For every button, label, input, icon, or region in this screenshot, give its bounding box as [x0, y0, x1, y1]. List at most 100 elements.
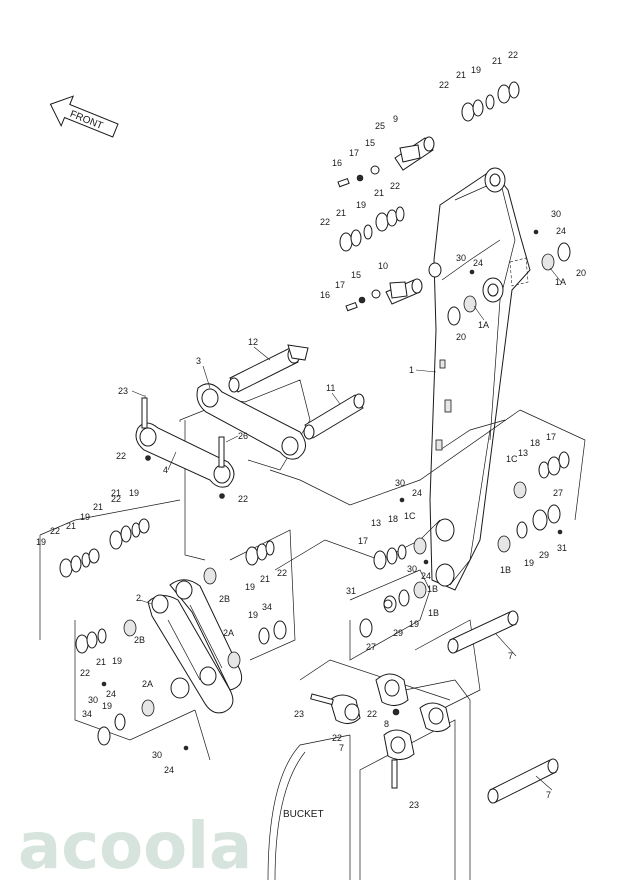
rings-1A [447, 242, 571, 326]
callout-13: 19 [471, 65, 481, 75]
callout-25: 24 [421, 571, 431, 581]
callout-1A: 1A [555, 277, 566, 287]
callout-15: 21 [66, 521, 76, 531]
callout-1B: 1B [428, 608, 439, 618]
rings-left-cluster [59, 518, 150, 578]
callout-20: 16 [332, 158, 342, 168]
callout-23: 23 [294, 709, 304, 719]
callout-15: 21 [336, 208, 346, 218]
callout-34: 34 [82, 709, 92, 719]
pin-9 [303, 393, 365, 440]
callout-15: 21 [492, 56, 502, 66]
callout-29: 30 [88, 695, 98, 705]
ring-clusters [59, 81, 571, 746]
callout-25: 24 [412, 488, 422, 498]
callout-18: 18 [388, 514, 398, 524]
callout-13: 19 [129, 488, 139, 498]
callout-16: 22 [320, 217, 330, 227]
callout-2B: 2B [219, 594, 230, 604]
callout-30: 25 [375, 121, 385, 131]
callout-1C: 1C [506, 454, 518, 464]
callout-19: 15 [351, 270, 361, 280]
callout-13: 19 [80, 512, 90, 522]
callout-26: 27 [553, 488, 563, 498]
callout-1: 1 [409, 365, 414, 375]
callout-20: 16 [320, 290, 330, 300]
callout-16: 22 [390, 181, 400, 191]
callout-25: 24 [473, 258, 483, 268]
pin-10-lower [487, 758, 559, 804]
callout-12: 13 [371, 518, 381, 528]
callout-1B: 1B [500, 565, 511, 575]
callout-23: 23 [118, 386, 128, 396]
bucket [267, 673, 471, 881]
link-2 [147, 579, 243, 714]
callout-29: 30 [551, 209, 561, 219]
pin-7 [394, 136, 435, 171]
callout-27: 29 [539, 550, 549, 560]
pin-8 [385, 278, 423, 305]
callout-13: 19 [248, 610, 258, 620]
callout-3: 3 [196, 356, 201, 366]
callout-9: 11 [326, 383, 335, 393]
callout-29: 30 [152, 750, 162, 760]
callout-16: 22 [439, 80, 449, 90]
callout-15: 21 [374, 188, 384, 198]
callout-6: 8 [384, 719, 389, 729]
watermark-logo: acoola [18, 810, 252, 884]
callout-22: 22 [238, 494, 248, 504]
callout-16: 22 [508, 50, 518, 60]
callout-34: 34 [262, 602, 272, 612]
callout-17: 17 [358, 536, 368, 546]
callout-15: 21 [456, 70, 466, 80]
rings-mid-upper [339, 206, 405, 252]
callout-25: 24 [106, 689, 116, 699]
rings-center-link [203, 540, 287, 669]
callout-16: 22 [277, 568, 287, 578]
callout-14: 20 [456, 332, 466, 342]
callout-22: 22 [116, 451, 126, 461]
callout-15: 21 [96, 657, 106, 667]
callout-11: 12 [248, 337, 258, 347]
callout-15: 21 [111, 488, 121, 498]
leader-lines [131, 267, 563, 791]
callout-13: 19 [102, 701, 112, 711]
callout-16: 22 [80, 668, 90, 678]
callout-18: 18 [530, 438, 540, 448]
callout-13: 19 [524, 558, 534, 568]
callout-23: 23 [409, 800, 419, 810]
callout-22: 22 [332, 733, 342, 743]
callout-13: 19 [356, 200, 366, 210]
assembly-region-lines [39, 379, 586, 761]
callout-1C: 1C [404, 511, 416, 521]
small-hardware [101, 165, 563, 751]
callout-10: 7 [508, 651, 513, 661]
callout-13: 19 [36, 537, 46, 547]
link-4 [135, 395, 235, 488]
pin-11 [228, 344, 309, 393]
callout-25: 24 [164, 765, 174, 775]
rings-1B-right [497, 504, 561, 553]
callout-31: 31 [557, 543, 567, 553]
link-3 [196, 383, 306, 460]
callout-21: 17 [349, 148, 359, 158]
callout-29: 30 [395, 478, 405, 488]
callout-29: 30 [456, 253, 466, 263]
callout-15: 21 [93, 502, 103, 512]
callout-21: 17 [335, 280, 345, 290]
rings-1C [513, 451, 570, 499]
callout-13: 19 [112, 656, 122, 666]
rings-top-right [461, 81, 520, 122]
arm [428, 167, 531, 591]
callout-14: 20 [576, 268, 586, 278]
callout-16: 22 [50, 526, 60, 536]
pin-10-upper [447, 610, 519, 654]
callout-22: 22 [367, 709, 377, 719]
callout-17: 17 [546, 432, 556, 442]
callout-1B: 1B [427, 584, 438, 594]
callout-13: 19 [245, 582, 255, 592]
callout-29: 30 [407, 564, 417, 574]
callout-12: 13 [518, 448, 528, 458]
